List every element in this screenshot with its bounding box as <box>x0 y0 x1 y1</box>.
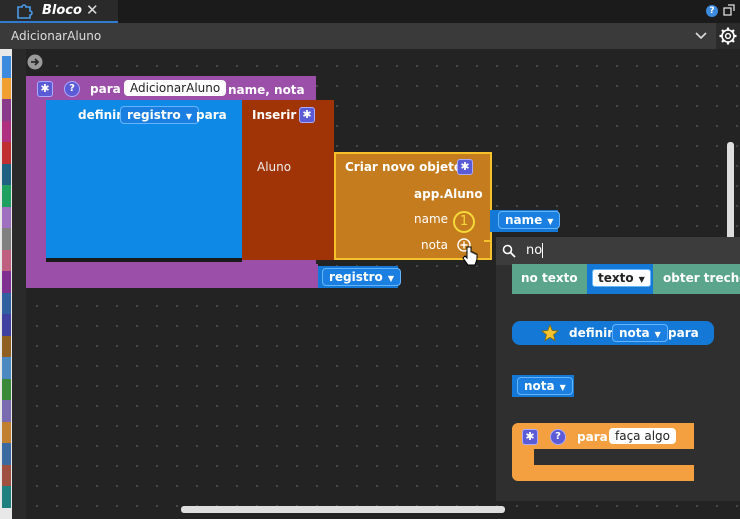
palette-category-swatch[interactable] <box>2 77 11 99</box>
help-icon[interactable]: ? <box>706 5 718 17</box>
tab-bar <box>0 0 740 23</box>
text-cursor <box>542 243 543 258</box>
dropdown-arrow-icon: ▼ <box>559 383 566 392</box>
create-object-gear-icon[interactable]: ✱ <box>457 159 473 175</box>
set-variable-dropdown[interactable]: registro ▼ <box>120 106 199 124</box>
palette-category-swatch[interactable] <box>2 335 11 357</box>
result-proc-keyword: para <box>577 430 608 444</box>
warning-count-badge[interactable]: 1 <box>453 211 475 233</box>
add-circle-icon[interactable] <box>457 238 471 252</box>
procedure-params: name, nota <box>228 83 305 97</box>
palette-category-swatch[interactable] <box>2 486 11 508</box>
palette-category-swatch[interactable] <box>2 142 11 164</box>
palette-category-swatch[interactable] <box>2 464 11 486</box>
palette-category-swatch[interactable] <box>2 378 11 400</box>
palette-category-swatch[interactable] <box>2 120 11 142</box>
palette-category-swatch[interactable] <box>2 400 11 422</box>
palette-category-swatch[interactable] <box>2 314 11 336</box>
object-class: app.Aluno <box>414 187 483 201</box>
text-variable-label: texto <box>598 271 634 285</box>
text-variable-dropdown[interactable]: texto ▼ <box>592 269 651 287</box>
vertical-scrollbar[interactable] <box>727 142 734 302</box>
result-proc-help-icon[interactable]: ? <box>550 429 566 445</box>
procedure-name-field[interactable]: AdicionarAluno <box>124 80 227 96</box>
palette-category-swatch[interactable] <box>2 185 11 207</box>
arrow-right-icon[interactable] <box>27 54 43 70</box>
dropdown-arrow-icon: ▼ <box>185 112 192 121</box>
function-bar <box>0 23 740 49</box>
palette-category-swatch[interactable] <box>2 357 11 379</box>
palette-category-swatch[interactable] <box>2 99 11 121</box>
set-variable-label: registro <box>127 108 181 122</box>
return-variable-dropdown[interactable]: registro ▼ <box>322 268 401 286</box>
procedure-gear-icon[interactable]: ✱ <box>37 81 53 97</box>
procedure-help-icon[interactable]: ? <box>64 81 80 97</box>
gear-icon <box>719 27 737 45</box>
get-block-variable-label: nota <box>524 379 555 393</box>
palette-category-swatch[interactable] <box>2 228 11 250</box>
palette-gutter <box>12 49 26 519</box>
text-block-keyword: no texto <box>521 271 578 285</box>
procedure-keyword: para <box>90 82 121 96</box>
set-block-variable-dropdown[interactable]: nota ▼ <box>612 324 668 342</box>
set-block-to-keyword: para <box>668 326 699 340</box>
tab-bloco[interactable]: Bloco ✕ <box>0 0 118 23</box>
insert-arg-label: Aluno <box>257 160 292 174</box>
palette-color-strip[interactable] <box>2 56 11 516</box>
insert-gear-icon[interactable]: ✱ <box>299 107 315 123</box>
name-variable-dropdown[interactable]: name ▼ <box>498 211 561 229</box>
dropdown-arrow-icon: ▼ <box>638 275 645 284</box>
insert-label: Inserir <box>252 108 297 122</box>
dropdown-arrow-icon: ▼ <box>387 274 394 283</box>
palette-category-swatch[interactable] <box>2 249 11 271</box>
result-proc-gear-icon[interactable]: ✱ <box>522 429 538 445</box>
search-input-value: no <box>526 243 543 258</box>
set-block-keyword: definir <box>569 326 614 340</box>
palette-category-swatch[interactable] <box>2 271 11 293</box>
close-icon[interactable]: ✕ <box>86 1 99 19</box>
result-proc-name-field[interactable]: faça algo <box>609 428 676 444</box>
search-input[interactable]: no <box>496 237 740 265</box>
name-variable-label: name <box>505 213 543 227</box>
set-keyword: definir <box>78 108 123 122</box>
hand-cursor-icon <box>462 246 478 266</box>
palette-category-swatch[interactable] <box>2 292 11 314</box>
function-select-value: AdicionarAluno <box>11 29 102 43</box>
palette-category-swatch[interactable] <box>2 421 11 443</box>
expand-icon[interactable] <box>723 4 735 16</box>
palette-category-swatch[interactable] <box>2 56 11 78</box>
search-icon <box>502 244 516 258</box>
settings-button[interactable] <box>716 23 740 49</box>
create-object-label: Criar novo objeto <box>345 160 463 174</box>
palette-category-swatch[interactable] <box>2 443 11 465</box>
get-block-variable-dropdown[interactable]: nota ▼ <box>517 377 573 395</box>
horizontal-scrollbar[interactable] <box>181 506 505 513</box>
puzzle-icon <box>17 4 33 19</box>
return-variable-label: registro <box>329 270 383 284</box>
field-nota-label: nota <box>421 238 449 252</box>
text-block-action: obter trecho <box>663 271 740 285</box>
palette-category-swatch[interactable] <box>2 163 11 185</box>
function-select[interactable]: AdicionarAluno <box>0 23 714 49</box>
chevron-down-icon <box>695 32 707 40</box>
star-icon <box>541 324 559 342</box>
field-name-label: name <box>414 212 449 226</box>
set-to-keyword: para <box>196 108 227 122</box>
dropdown-arrow-icon: ▼ <box>654 330 661 339</box>
palette-category-swatch[interactable] <box>2 206 11 228</box>
dropdown-arrow-icon: ▼ <box>547 217 554 226</box>
tab-label: Bloco <box>42 3 82 18</box>
set-block-variable-label: nota <box>619 326 650 340</box>
